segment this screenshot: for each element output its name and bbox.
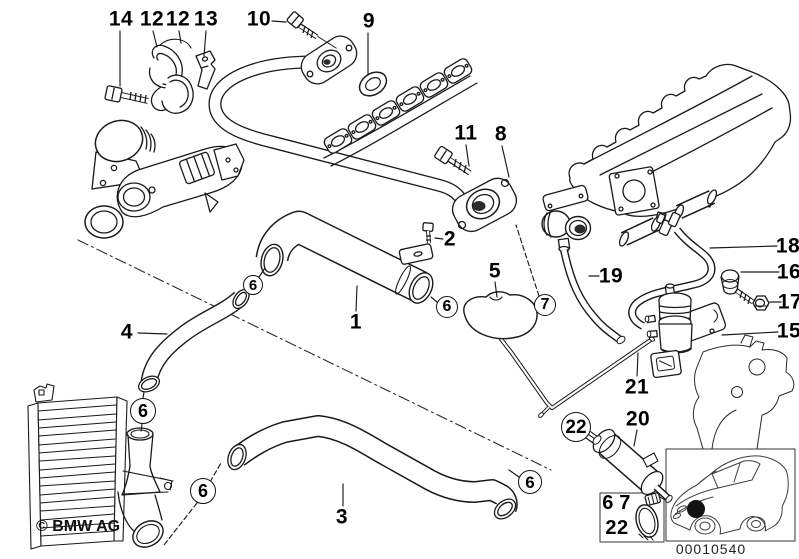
part-label-9: 9 [362, 9, 376, 33]
part-label-16: 16 [776, 260, 799, 284]
part-badge-6-2: 6 [436, 296, 458, 318]
bolt-2-illustration [422, 222, 434, 244]
part-label-13: 13 [193, 7, 219, 31]
filter-20-illustration [565, 415, 673, 503]
exhaust-manifold-illustration [323, 58, 478, 167]
part-label-20: 20 [625, 407, 651, 431]
part-label-8: 8 [494, 122, 508, 146]
part-label-2: 2 [443, 227, 457, 251]
mount-16-illustration [720, 269, 755, 305]
clamp-inset-box [599, 492, 666, 543]
part-label-12a: 12 [139, 7, 165, 31]
body-panel-illustration [692, 334, 795, 450]
part-label-19: 19 [598, 264, 624, 288]
part-badge-6-3: 6 [130, 398, 156, 424]
part-badge-6-1: 6 [243, 275, 263, 295]
hose-3-illustration [227, 415, 518, 520]
part-label-17: 17 [777, 290, 799, 314]
part-label-14: 14 [108, 7, 134, 31]
turbocharger-illustration [84, 119, 245, 239]
nut-17-illustration [752, 295, 770, 311]
inset-label-7: 7 [619, 492, 631, 514]
elbow-5-illustration [463, 291, 538, 340]
hose-clamp-illustration [635, 492, 666, 541]
part-label-12b: 12 [165, 7, 191, 31]
part-label-15: 15 [776, 319, 799, 343]
car-inset-box [665, 448, 796, 542]
inset-label-6: 6 [602, 492, 614, 514]
charge-pipe-1-illustration [255, 210, 434, 304]
hose-18-illustration [618, 189, 718, 330]
inset-label-22: 22 [605, 517, 629, 539]
part-label-18: 18 [775, 234, 799, 258]
valve-15-illustration [644, 283, 727, 379]
part-badge-6-4: 6 [190, 478, 216, 504]
part-label-1: 1 [349, 310, 363, 334]
hose-4-illustration [137, 288, 250, 393]
part-label-21: 21 [624, 375, 650, 399]
intake-manifold-illustration [568, 63, 792, 223]
part-badge-22: 22 [561, 412, 591, 442]
leader-lines [119, 20, 782, 546]
bracket-13-illustration [195, 50, 216, 90]
diagram-number: 00010540 [675, 541, 747, 557]
clamps-12-illustration [148, 38, 194, 114]
part-label-10: 10 [246, 7, 272, 31]
egr-valve-illustration [541, 184, 592, 253]
hose-19-illustration [560, 249, 626, 345]
bolt-10-illustration [286, 11, 319, 40]
bolt-14-illustration [104, 85, 149, 104]
flange-9-illustration [300, 35, 388, 97]
flange-8-illustration [451, 177, 518, 233]
copyright-notice: © BMW AG [36, 518, 121, 535]
part-label-4: 4 [120, 320, 134, 344]
part-badge-6-5: 6 [518, 470, 542, 494]
centerline-dash [77, 239, 552, 471]
bolt-11-illustration [434, 145, 472, 176]
egr-pipe-illustration [208, 55, 467, 203]
part-badge-7: 7 [534, 294, 556, 316]
intercooler-illustration [27, 383, 174, 550]
part-label-3: 3 [335, 505, 349, 529]
location-marker-dot [687, 500, 705, 518]
part-label-11: 11 [454, 121, 478, 145]
part-label-5: 5 [488, 259, 502, 283]
